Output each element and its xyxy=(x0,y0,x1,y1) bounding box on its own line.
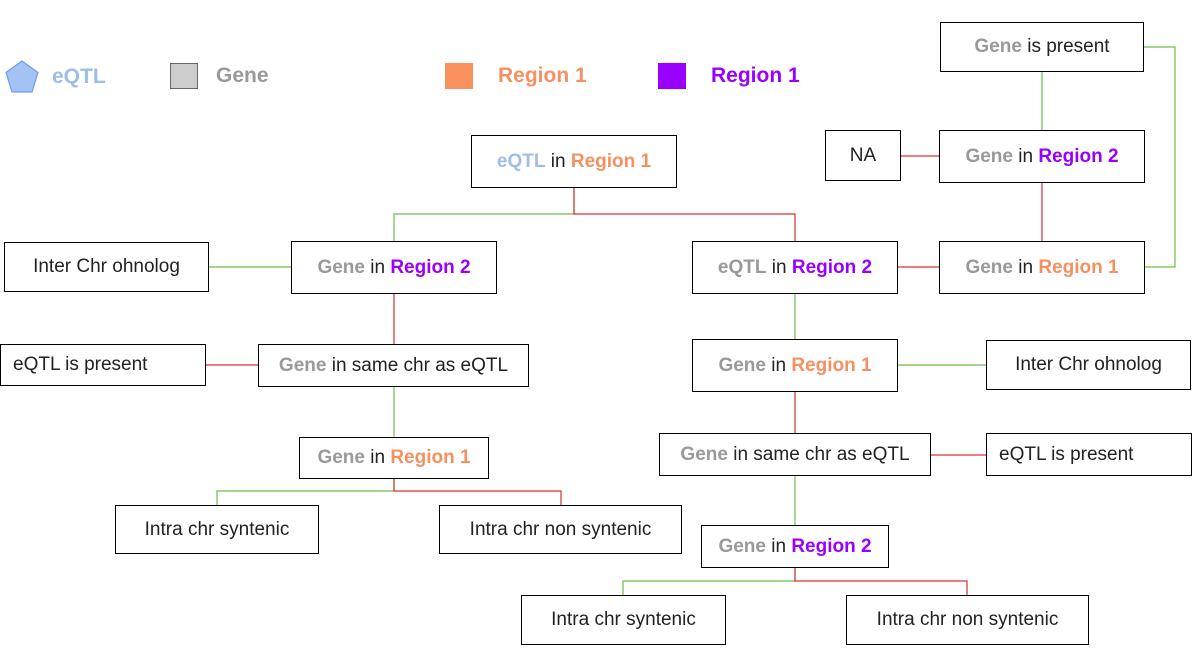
node-text-part: eQTL is present xyxy=(13,354,148,375)
node-text-part: Gene xyxy=(278,354,327,376)
legend-region-2-label: Region 1 xyxy=(711,64,800,87)
node-text-part: in xyxy=(545,150,571,172)
edge-yes-r-gene-r1-top-to-r-gene-present xyxy=(1144,46,1176,268)
node-text-part: eQTL xyxy=(496,150,546,172)
node-text-part: Region 1 xyxy=(570,150,652,172)
node-left-intra-chr-syntenic: Intra chr syntenic xyxy=(115,505,319,554)
edge-yes-r-gene-r2-to-r-syn xyxy=(622,568,796,595)
node-right-intra-chr-non-syntenic: Intra chr non syntenic xyxy=(846,595,1089,645)
node-left-gene-in-region-2: Gene in Region 2 xyxy=(291,241,497,294)
node-text-part: Region 2 xyxy=(791,256,873,278)
node-text-part: Region 2 xyxy=(791,535,872,557)
node-root-eqtl-in-region-1: eQTL in Region 1 xyxy=(471,135,677,188)
node-text-part: in same chr as eQTL xyxy=(727,443,910,465)
node-text-part: is present xyxy=(1021,36,1110,57)
edge-no-l-gene-r1-to-l-nonsyn xyxy=(393,479,562,505)
legend-eqtl-label: eQTL xyxy=(52,65,106,88)
node-text-part: in xyxy=(1012,256,1039,278)
node-right-gene-in-region-1: Gene in Region 1 xyxy=(692,339,898,392)
pentagon-icon xyxy=(5,60,39,93)
legend-gene-label: Gene xyxy=(216,64,269,87)
node-left-intra-chr-non-syntenic: Intra chr non syntenic xyxy=(439,505,682,554)
node-text-part: Gene xyxy=(718,535,766,557)
legend-eqtl: eQTL xyxy=(4,59,106,95)
node-right-gene-in-region-1-top: Gene in Region 1 xyxy=(939,241,1145,294)
node-text-part: Inter Chr ohnolog xyxy=(33,256,180,277)
node-text-part: Intra chr syntenic xyxy=(551,609,696,630)
edge-yes-l-gene-r1-to-l-syn xyxy=(216,479,395,505)
node-text-part: Region 1 xyxy=(390,447,471,468)
node-right-inter-chr-ohnolog: Inter Chr ohnolog xyxy=(986,340,1191,390)
node-text-part: in xyxy=(364,447,391,468)
node-text-part: Intra chr non syntenic xyxy=(469,518,652,540)
node-text-part: in xyxy=(765,354,792,376)
node-text-part: Gene xyxy=(965,256,1013,278)
node-text-part: Region 2 xyxy=(390,256,471,278)
node-text-part: Gene xyxy=(680,443,728,465)
legend-gene: Gene xyxy=(170,63,269,89)
node-text-part: Gene xyxy=(718,354,766,376)
node-text-part: Inter Chr ohnolog xyxy=(1015,354,1162,375)
node-text-part: Intra chr non syntenic xyxy=(876,609,1059,630)
node-text-part: Region 1 xyxy=(791,354,872,376)
node-text-part: Region 1 xyxy=(1038,256,1119,278)
node-text-part: Region 2 xyxy=(1038,145,1119,167)
node-right-na: NA xyxy=(825,130,901,181)
node-right-gene-is-present: Gene is present xyxy=(940,22,1144,72)
node-text-part: eQTL is present xyxy=(999,443,1134,465)
node-left-eqtl-present: eQTL is present xyxy=(0,344,206,386)
node-text-part: in xyxy=(364,256,391,278)
node-text-part: NA xyxy=(849,144,877,166)
node-text-part: in same chr as eQTL xyxy=(326,354,509,376)
node-right-eqtl-present: eQTL is present xyxy=(986,433,1192,476)
node-text-part: in xyxy=(1012,145,1039,167)
node-text-part: in xyxy=(766,256,792,278)
node-left-gene-same-chr: Gene in same chr as eQTL xyxy=(258,344,529,387)
node-right-eqtl-in-region-2: eQTL in Region 2 xyxy=(692,241,898,294)
node-left-gene-in-region-1: Gene in Region 1 xyxy=(299,437,489,479)
node-right-gene-in-region-2-top: Gene in Region 2 xyxy=(939,130,1145,183)
node-right-intra-chr-syntenic: Intra chr syntenic xyxy=(521,595,726,645)
region-1-square-icon xyxy=(445,63,473,89)
node-text-part: Gene xyxy=(974,36,1022,57)
legend-region-1: Region 1 xyxy=(445,63,587,89)
node-right-gene-same-chr: Gene in same chr as eQTL xyxy=(659,433,931,476)
legend-region-1-label: Region 1 xyxy=(498,64,587,87)
node-text-part: Gene xyxy=(317,256,365,278)
node-text-part: Gene xyxy=(317,447,365,468)
node-text-part: Gene xyxy=(965,145,1013,167)
legend-region-2: Region 1 xyxy=(658,63,800,89)
node-text-part: in xyxy=(765,535,792,557)
region-2-square-icon xyxy=(658,63,686,89)
edge-yes-root-to-l-gene-r2 xyxy=(393,188,575,241)
node-left-inter-chr-ohnolog: Inter Chr ohnolog xyxy=(4,242,209,292)
gene-square-icon xyxy=(170,63,198,89)
edge-no-r-gene-r2-to-r-nonsyn xyxy=(794,568,968,595)
node-text-part: Intra chr syntenic xyxy=(144,518,290,540)
node-right-gene-in-region-2: Gene in Region 2 xyxy=(701,525,889,568)
node-text-part: eQTL xyxy=(717,256,767,278)
edge-no-root-to-r-eqtl-r2 xyxy=(573,188,796,241)
